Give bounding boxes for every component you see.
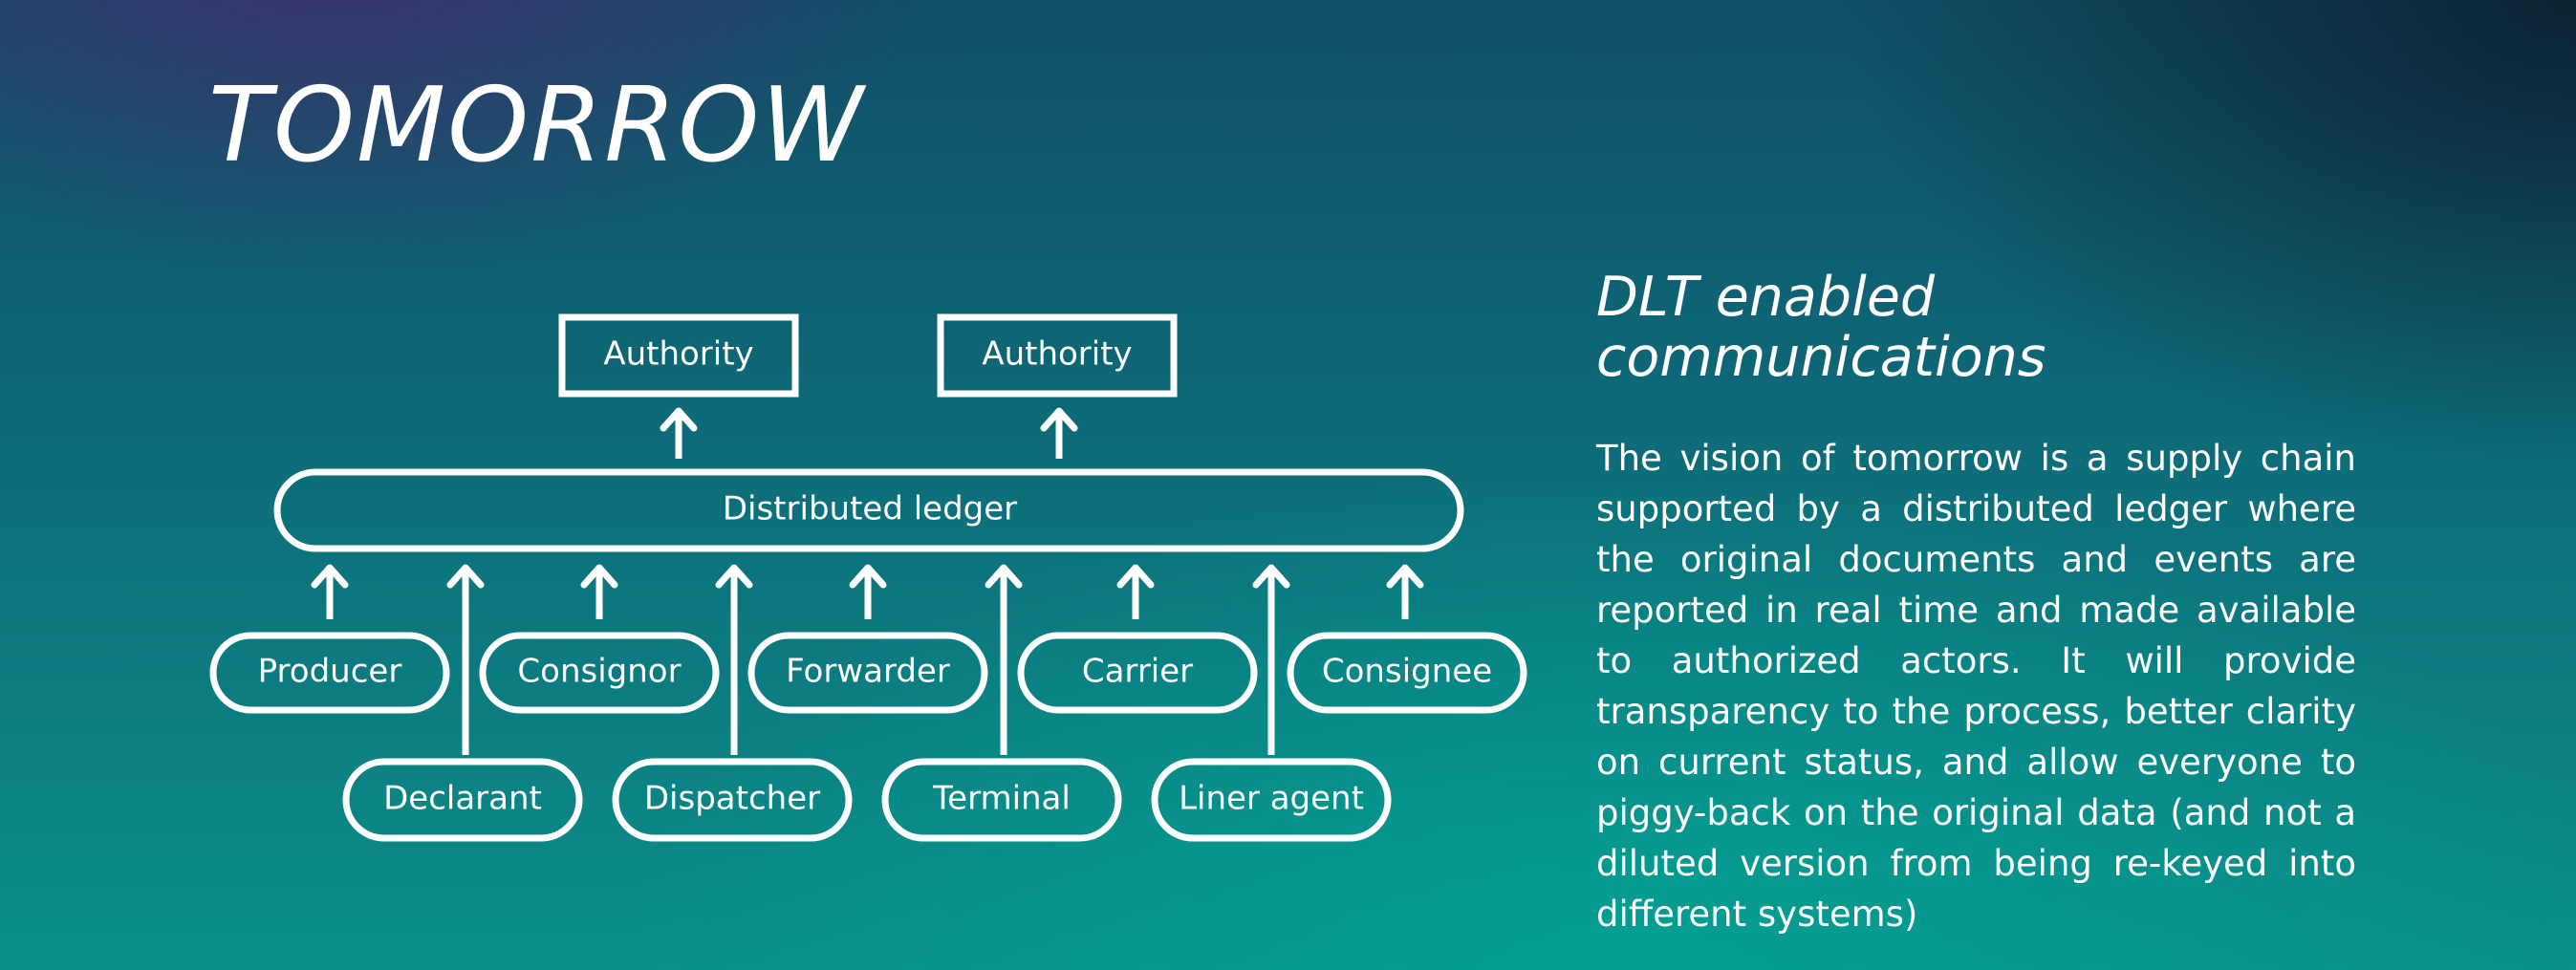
actor-forwarder-label: Forwarder bbox=[786, 653, 950, 691]
actor-terminal-label: Terminal bbox=[932, 780, 1071, 818]
arrow-to-authority-2 bbox=[1040, 407, 1078, 459]
arrow-consignee bbox=[1386, 564, 1424, 619]
actor-carrier: Carrier bbox=[1017, 632, 1258, 714]
arrow-declarant bbox=[446, 564, 485, 755]
actor-consignee: Consignee bbox=[1287, 632, 1527, 714]
actor-dispatcher-label: Dispatcher bbox=[644, 780, 820, 818]
description-body: The vision of tomorrow is a supply chain… bbox=[1596, 438, 2356, 936]
actor-carrier-label: Carrier bbox=[1082, 653, 1193, 691]
arrow-to-authority-1 bbox=[660, 407, 698, 459]
authority-label-1: Authority bbox=[603, 335, 753, 374]
authority-label-2: Authority bbox=[982, 335, 1132, 374]
distributed-ledger-label: Distributed ledger bbox=[723, 490, 1017, 528]
arrow-carrier bbox=[1116, 564, 1155, 619]
actor-consignee-label: Consignee bbox=[1322, 653, 1492, 691]
actor-liner-agent-label: Liner agent bbox=[1179, 780, 1364, 818]
actor-declarant: Declarant bbox=[342, 758, 583, 842]
description-panel: DLT enabled communications The vision of… bbox=[1596, 268, 2361, 939]
arrow-dispatcher bbox=[715, 564, 753, 755]
actor-consignor-label: Consignor bbox=[517, 653, 681, 691]
arrow-producer bbox=[311, 564, 349, 619]
page-title: TOMORROW bbox=[208, 66, 866, 185]
authority-node-2: Authority bbox=[937, 313, 1178, 398]
actor-declarant-label: Declarant bbox=[383, 780, 542, 818]
authority-node-1: Authority bbox=[558, 313, 799, 398]
actor-producer-label: Producer bbox=[258, 653, 402, 691]
actor-terminal: Terminal bbox=[881, 758, 1122, 842]
actor-consignor: Consignor bbox=[479, 632, 720, 714]
arrow-consignor bbox=[580, 564, 618, 619]
arrow-terminal bbox=[985, 564, 1023, 755]
actor-forwarder: Forwarder bbox=[747, 632, 988, 714]
arrow-forwarder bbox=[849, 564, 887, 619]
actor-liner-agent: Liner agent bbox=[1151, 758, 1392, 842]
distributed-ledger-node: Distributed ledger bbox=[273, 468, 1464, 552]
actor-producer: Producer bbox=[209, 632, 450, 714]
description-heading: DLT enabled communications bbox=[1596, 266, 2046, 389]
actor-dispatcher: Dispatcher bbox=[612, 758, 853, 842]
arrow-liner-agent bbox=[1252, 564, 1290, 755]
